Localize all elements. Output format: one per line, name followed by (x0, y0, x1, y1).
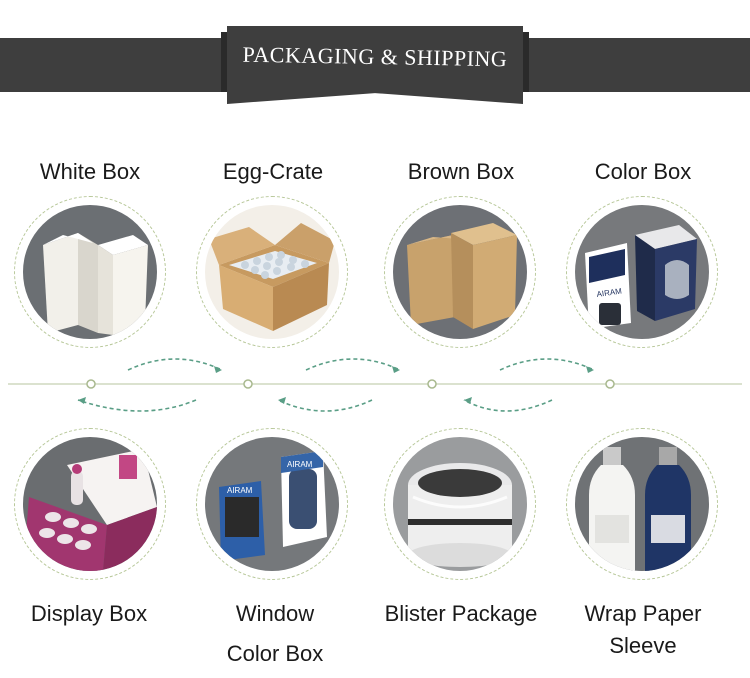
brown-box-photo-frame (384, 196, 536, 348)
color-box-brand-text: AIRAM (596, 286, 623, 298)
label-window-line2: Color Box (226, 641, 324, 666)
banner-tab-shadow-left (221, 32, 227, 92)
display-box-photo (23, 437, 157, 571)
window-box-brand-text: AIRAM (227, 486, 253, 495)
label-brown-box: Brown Box (407, 159, 515, 184)
arrow-forward-2 (305, 358, 401, 371)
arrow-forward-1 (127, 358, 223, 371)
label-blister-package: Blister Package (384, 601, 538, 626)
egg-crate-photo-frame (196, 196, 348, 348)
timeline-node-2 (243, 379, 253, 389)
label-display-box: Display Box (30, 601, 148, 626)
window-color-box-photo-frame: AIRAM AIRAM (196, 428, 348, 580)
banner-tab-shadow-right (523, 32, 529, 92)
arrow-forward-3 (499, 358, 595, 371)
color-box-photo: AIRAM (575, 205, 709, 339)
white-box-photo-frame (14, 196, 166, 348)
arrow-back-3 (463, 399, 553, 412)
banner-tab (227, 26, 523, 104)
page-title: PACKAGING & SHIPPING (242, 41, 508, 72)
process-timeline (8, 358, 742, 412)
timeline-node-4 (605, 379, 615, 389)
label-color-box: Color Box (594, 159, 692, 184)
label-wrap-line1: Wrap Paper (584, 601, 702, 626)
timeline-node-3 (427, 379, 437, 389)
display-box-photo-frame (14, 428, 166, 580)
wrap-paper-sleeve-photo (575, 437, 709, 571)
label-white-box: White Box (39, 159, 141, 184)
blister-package-photo (393, 437, 527, 571)
arrow-back-2 (277, 399, 373, 412)
blister-package-photo-frame (384, 428, 536, 580)
wrap-paper-sleeve-photo-frame (566, 428, 718, 580)
label-egg-crate: Egg-Crate (222, 159, 324, 184)
arrow-back-1 (77, 399, 197, 412)
label-window-line1: Window (235, 601, 315, 626)
window-box-brand-text-2: AIRAM (287, 460, 313, 469)
egg-crate-photo (205, 205, 339, 339)
label-wrap-line2: Sleeve (609, 633, 677, 658)
brown-box-photo (393, 205, 527, 339)
white-box-photo (23, 205, 157, 339)
color-box-photo-frame: AIRAM (566, 196, 718, 348)
window-color-box-photo: AIRAM AIRAM (205, 437, 339, 571)
timeline-node-1 (86, 379, 96, 389)
